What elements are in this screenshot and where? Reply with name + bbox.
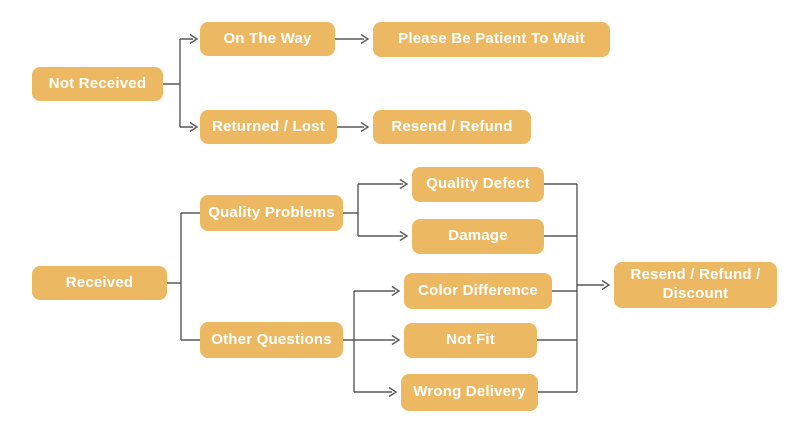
- node-quality-defect: Quality Defect: [412, 167, 544, 202]
- node-on-the-way: On The Way: [200, 22, 335, 56]
- node-not-received: Not Received: [32, 67, 163, 101]
- node-other-questions: Other Questions: [200, 322, 343, 358]
- node-damage: Damage: [412, 219, 544, 254]
- node-resend-refund-discount: Resend / Refund / Discount: [614, 262, 777, 308]
- arrow-head-icons: [189, 33, 611, 398]
- node-not-fit: Not Fit: [404, 323, 537, 358]
- node-received: Received: [32, 266, 167, 300]
- edge-lines: [163, 38, 604, 393]
- node-returned-lost: Returned / Lost: [200, 110, 337, 144]
- node-wrong-delivery: Wrong Delivery: [401, 374, 538, 411]
- node-quality-problems: Quality Problems: [200, 195, 343, 231]
- node-resend-refund: Resend / Refund: [373, 110, 531, 144]
- node-please-be-patient-to-wait: Please Be Patient To Wait: [373, 22, 610, 57]
- node-color-difference: Color Difference: [404, 273, 552, 309]
